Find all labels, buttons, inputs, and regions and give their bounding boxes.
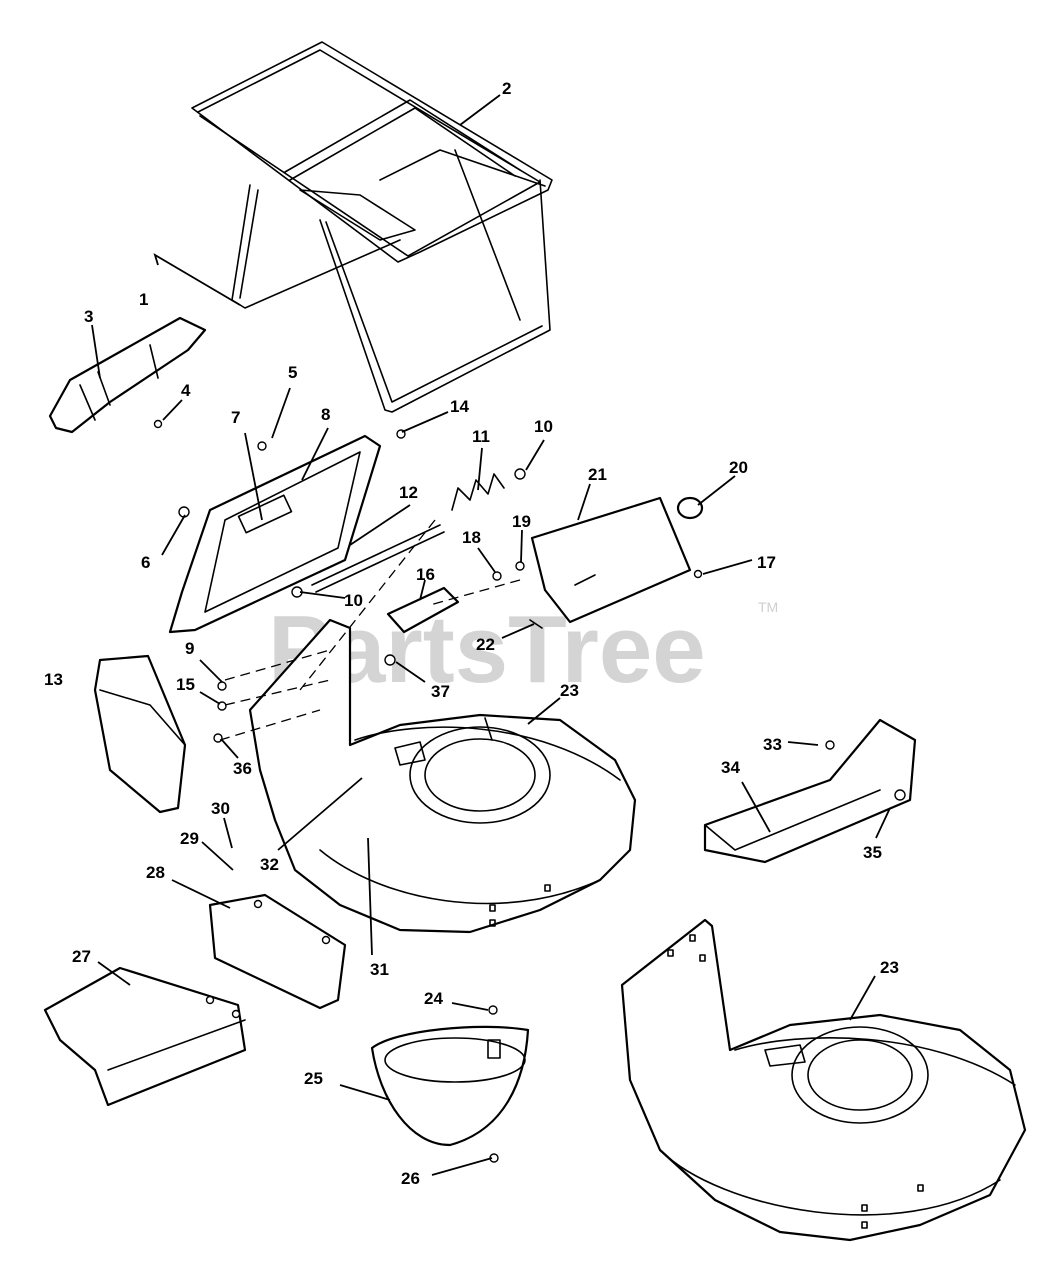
callout-20: 20 bbox=[729, 458, 748, 477]
callout-12: 12 bbox=[399, 483, 418, 502]
callout-16: 16 bbox=[416, 565, 435, 584]
callout-11: 11 bbox=[472, 427, 490, 446]
callout-3: 3 bbox=[84, 307, 93, 326]
callout-19: 19 bbox=[512, 512, 531, 531]
callout-14: 14 bbox=[450, 397, 469, 416]
callout-24: 24 bbox=[424, 989, 443, 1008]
callout-26: 26 bbox=[401, 1169, 420, 1188]
part-side-shield bbox=[93, 654, 187, 814]
part-discharge-cover bbox=[492, 496, 704, 629]
callout-7: 7 bbox=[231, 408, 240, 427]
callout-28: 28 bbox=[146, 863, 165, 882]
callout-34: 34 bbox=[721, 758, 740, 777]
callout-22: 22 bbox=[476, 635, 495, 654]
part-bag-frame bbox=[191, 41, 553, 413]
alignment-lines bbox=[219, 519, 521, 741]
callout-33: 33 bbox=[763, 735, 782, 754]
callout-29: 29 bbox=[180, 829, 199, 848]
callout-15: 15 bbox=[176, 675, 195, 694]
callout-31: 31 bbox=[370, 960, 389, 979]
part-bowl bbox=[370, 1005, 530, 1163]
part-rear-flap bbox=[208, 893, 347, 1010]
part-housing-lower bbox=[620, 918, 1027, 1242]
part-bracket bbox=[48, 316, 207, 434]
leader-lines bbox=[91, 94, 891, 1176]
callout-8: 8 bbox=[321, 405, 330, 424]
callout-5: 5 bbox=[288, 363, 297, 382]
callout-36: 36 bbox=[233, 759, 252, 778]
callout-1: 1 bbox=[139, 290, 148, 309]
callout-30: 30 bbox=[211, 799, 230, 818]
callout-35: 35 bbox=[863, 843, 882, 862]
part-housing-upper bbox=[248, 618, 637, 934]
part-skid-rail bbox=[703, 718, 917, 864]
callout-6: 6 bbox=[141, 553, 150, 572]
watermark-trademark: TM bbox=[758, 599, 778, 615]
callout-17: 17 bbox=[757, 553, 776, 572]
callout-10b: 10 bbox=[344, 591, 363, 610]
callout-13: 13 bbox=[44, 670, 63, 689]
callout-27: 27 bbox=[72, 947, 91, 966]
callout-25: 25 bbox=[304, 1069, 323, 1088]
callout-9: 9 bbox=[185, 639, 194, 658]
callout-37: 37 bbox=[431, 682, 450, 701]
part-deflector bbox=[43, 966, 247, 1107]
callout-23b: 23 bbox=[880, 958, 899, 977]
callout-23a: 23 bbox=[560, 681, 579, 700]
callouts: 1 2 3 4 5 6 7 8 9 10 10 11 12 13 14 15 1… bbox=[44, 79, 899, 1188]
callout-21: 21 bbox=[588, 465, 607, 484]
callout-18: 18 bbox=[462, 528, 481, 547]
part-latch bbox=[386, 586, 460, 634]
part-spring-rod bbox=[291, 429, 526, 598]
callout-32: 32 bbox=[260, 855, 279, 874]
callout-4: 4 bbox=[181, 381, 191, 400]
callout-2: 2 bbox=[502, 79, 511, 98]
callout-10a: 10 bbox=[534, 417, 553, 436]
